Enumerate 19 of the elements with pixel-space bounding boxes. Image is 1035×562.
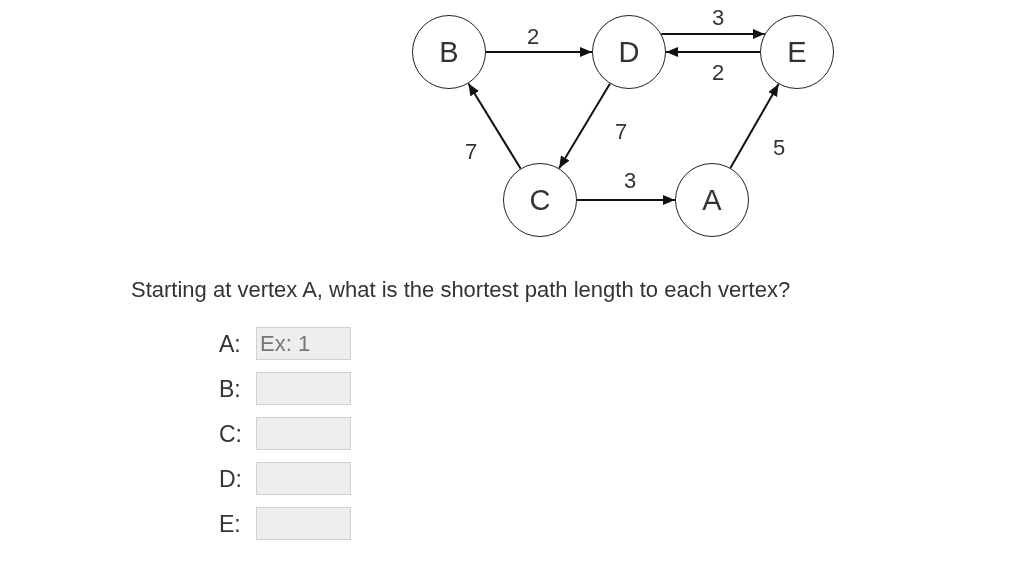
arrow [558,82,611,170]
vertex-label: B [439,37,459,67]
arrow [660,29,766,39]
answer-label: A: [219,332,241,356]
arrow [665,47,761,57]
arrow [729,83,780,169]
answer-label: C: [219,422,242,446]
vertex-label: C [529,185,551,215]
answer-label: D: [219,467,242,491]
vertex-label: D [618,37,640,67]
answer-label: B: [219,377,241,401]
arrow [576,195,676,205]
arrow [467,82,522,170]
vertex-label: A [702,185,722,215]
input-field: Ex: 1 [256,327,351,360]
vertex-label: E [787,37,807,67]
answer-label: E: [219,512,241,536]
arrow [485,47,593,57]
question-text: Starting at vertex A, what is the shortest path length to each vertex? [131,279,791,301]
